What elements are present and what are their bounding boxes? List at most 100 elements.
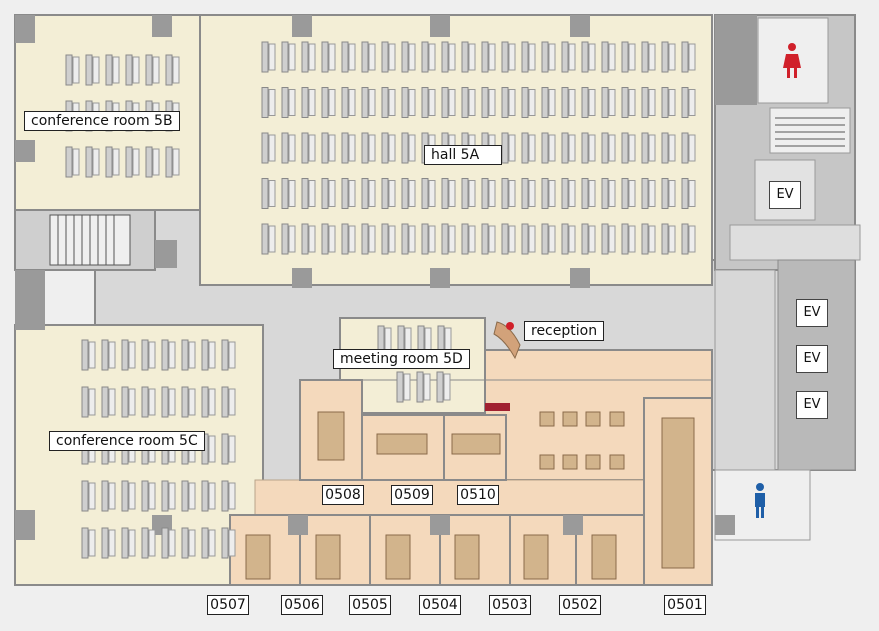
seat bbox=[661, 132, 676, 164]
elevator-label-4: EV bbox=[796, 391, 828, 419]
reception-desk bbox=[493, 321, 521, 360]
seat bbox=[581, 41, 596, 73]
seat bbox=[581, 132, 596, 164]
seat bbox=[621, 178, 636, 209]
seat bbox=[301, 132, 316, 164]
seat bbox=[201, 480, 216, 512]
seat bbox=[641, 87, 656, 118]
seat bbox=[141, 527, 156, 559]
table bbox=[562, 411, 578, 427]
seat bbox=[421, 41, 436, 73]
seat bbox=[381, 132, 396, 164]
seat bbox=[621, 41, 636, 73]
seat bbox=[421, 178, 436, 209]
seat bbox=[381, 87, 396, 118]
seat bbox=[641, 178, 656, 209]
seat bbox=[161, 527, 176, 559]
seat bbox=[181, 527, 196, 559]
seat bbox=[416, 371, 431, 403]
seat bbox=[436, 371, 451, 403]
room-0505-label: 0505 bbox=[349, 595, 391, 615]
seat bbox=[641, 132, 656, 164]
seat bbox=[421, 87, 436, 118]
seat bbox=[85, 54, 100, 86]
seat bbox=[561, 223, 576, 255]
seat bbox=[661, 87, 676, 118]
seat bbox=[661, 223, 676, 255]
seat bbox=[441, 87, 456, 118]
seat bbox=[501, 87, 516, 118]
seat bbox=[501, 41, 516, 73]
seat bbox=[641, 41, 656, 73]
seat bbox=[281, 223, 296, 255]
seat bbox=[221, 339, 236, 371]
seat bbox=[501, 132, 516, 164]
seat bbox=[201, 527, 216, 559]
seat bbox=[165, 146, 180, 178]
table bbox=[385, 534, 411, 580]
room-0501-label: 0501 bbox=[664, 595, 706, 615]
seat bbox=[621, 87, 636, 118]
seat bbox=[281, 178, 296, 209]
seat bbox=[361, 178, 376, 209]
table bbox=[585, 454, 601, 470]
seat bbox=[181, 339, 196, 371]
seat bbox=[81, 386, 96, 418]
seat bbox=[501, 178, 516, 209]
conference-room-5c-label: conference room 5C bbox=[49, 431, 205, 451]
seat bbox=[101, 527, 116, 559]
seat bbox=[321, 41, 336, 73]
seat bbox=[341, 223, 356, 255]
seat bbox=[681, 132, 696, 164]
seat bbox=[81, 339, 96, 371]
seat bbox=[401, 41, 416, 73]
seat bbox=[261, 178, 276, 209]
table bbox=[376, 433, 428, 455]
room-0502-label: 0502 bbox=[559, 595, 601, 615]
seat bbox=[601, 132, 616, 164]
room-0508-label: 0508 bbox=[322, 485, 364, 505]
table bbox=[315, 534, 341, 580]
seat bbox=[161, 386, 176, 418]
seat bbox=[281, 132, 296, 164]
seat bbox=[261, 87, 276, 118]
room-0507-label: 0507 bbox=[207, 595, 249, 615]
seat bbox=[601, 87, 616, 118]
room-0510-label: 0510 bbox=[457, 485, 499, 505]
seat bbox=[341, 41, 356, 73]
seat bbox=[401, 87, 416, 118]
women-restroom-icon bbox=[783, 43, 801, 78]
elevator-label-2: EV bbox=[796, 299, 828, 327]
seat bbox=[145, 146, 160, 178]
seat bbox=[401, 223, 416, 255]
seat bbox=[221, 386, 236, 418]
seat bbox=[401, 132, 416, 164]
table bbox=[523, 534, 549, 580]
seat bbox=[581, 178, 596, 209]
seat bbox=[681, 223, 696, 255]
seat bbox=[301, 41, 316, 73]
seat bbox=[105, 146, 120, 178]
seat bbox=[201, 339, 216, 371]
seat bbox=[521, 132, 536, 164]
table bbox=[539, 411, 555, 427]
seat bbox=[381, 223, 396, 255]
seat bbox=[101, 386, 116, 418]
seat bbox=[121, 386, 136, 418]
seat bbox=[301, 223, 316, 255]
seat bbox=[161, 339, 176, 371]
seat bbox=[65, 54, 80, 86]
seat bbox=[541, 132, 556, 164]
table bbox=[245, 534, 271, 580]
seat bbox=[361, 132, 376, 164]
table bbox=[562, 454, 578, 470]
seat bbox=[561, 41, 576, 73]
seat bbox=[681, 41, 696, 73]
seat bbox=[481, 87, 496, 118]
core-area bbox=[714, 14, 861, 541]
seat bbox=[321, 132, 336, 164]
seat bbox=[461, 223, 476, 255]
seat bbox=[481, 41, 496, 73]
seat bbox=[641, 223, 656, 255]
